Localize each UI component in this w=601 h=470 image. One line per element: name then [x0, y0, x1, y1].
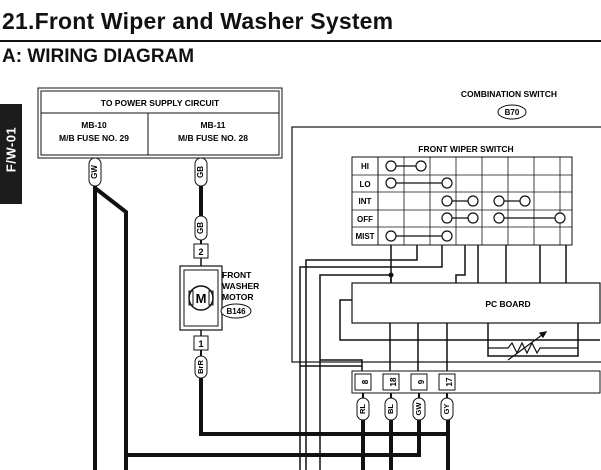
- output-wires: [126, 420, 450, 470]
- page-title: 21.Front Wiper and Washer System: [2, 8, 394, 34]
- bundle-wire-1: [93, 186, 128, 470]
- motor-connector-badge: [220, 303, 252, 319]
- wire-color-bl: BL: [386, 404, 395, 414]
- power-supply-title: TO POWER SUPPLY CIRCUIT: [101, 98, 220, 108]
- motor-pin-top: 2: [198, 247, 203, 257]
- front-wiper-switch-label: FRONT WIPER SWITCH: [418, 144, 513, 154]
- connector-pin-8: 8: [361, 379, 370, 384]
- combination-switch-connector: B70: [505, 108, 520, 117]
- internal-wiring: [299, 245, 600, 388]
- combination-switch-label: COMBINATION SWITCH: [461, 89, 557, 99]
- gb-wire-label-bottom: GB: [196, 222, 205, 234]
- motor-pin-bottom: 1: [198, 339, 203, 349]
- brr-wire-label: BrR: [196, 360, 205, 374]
- switch-contacts: [385, 160, 566, 242]
- pc-board-label: PC BOARD: [485, 299, 530, 309]
- connector-wires: RL BL GW GY: [356, 393, 454, 421]
- wire-color-gy: GY: [442, 404, 451, 415]
- variable-resistor-icon: [488, 331, 578, 361]
- power-supply-box: TO POWER SUPPLY CIRCUIT MB-10 M/B FUSE N…: [37, 87, 283, 159]
- connector-pin-18: 18: [389, 377, 398, 386]
- switch-connector: 8 18 9 17: [351, 370, 601, 394]
- motor-connector-label: B146: [226, 307, 246, 316]
- junction-dot: [388, 272, 394, 278]
- fuse-right-label: M/B FUSE NO. 28: [178, 133, 248, 143]
- gb-wire: GB GB: [194, 157, 208, 244]
- section-title: A: WIRING DIAGRAM: [2, 46, 195, 67]
- lower-wiring: [299, 323, 448, 470]
- switch-position-mist: MIST: [355, 232, 374, 241]
- switch-position-off: OFF: [357, 215, 373, 224]
- switch-position-int: INT: [359, 197, 372, 206]
- switch-position-lo: LO: [359, 180, 370, 189]
- combination-switch-box: [291, 126, 601, 363]
- wire-color-rl: RL: [358, 404, 367, 414]
- fuse-left-id: MB-10: [81, 120, 107, 130]
- gw-wire-label: GW: [90, 165, 99, 179]
- wire-color-gw: GW: [414, 402, 423, 416]
- section-tab: F/W-01: [0, 104, 22, 204]
- fuse-left-label: M/B FUSE NO. 29: [59, 133, 129, 143]
- connector-pin-17: 17: [445, 377, 454, 386]
- motor-letter: M: [196, 291, 207, 306]
- fuse-right-id: MB-11: [200, 120, 225, 130]
- switch-position-hi: HI: [361, 162, 369, 171]
- motor-label-line2: WASHER: [222, 281, 259, 291]
- washer-motor: 2 M 1 FRONT WASHER MOTOR B146: [179, 243, 259, 351]
- motor-label-line3: MOTOR: [222, 292, 253, 302]
- motor-label-line1: FRONT: [222, 270, 252, 280]
- combination-switch-badge: [497, 104, 527, 120]
- pc-board: PC BOARD: [351, 282, 601, 324]
- gb-wire-label-top: GB: [196, 166, 205, 178]
- connector-pin-9: 9: [417, 379, 426, 384]
